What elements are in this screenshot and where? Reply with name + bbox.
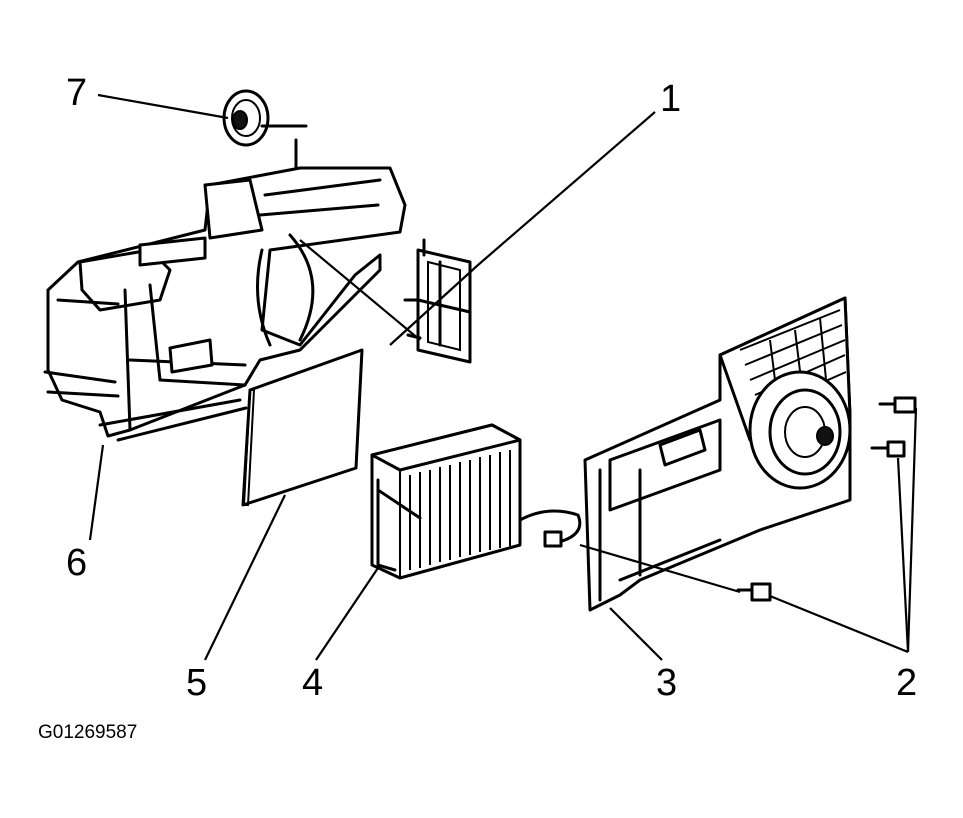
leader-lines [88,93,918,661]
part-7-grommet [222,89,308,174]
callout-2: 2 [896,662,918,704]
part-4-evaporator [370,423,582,580]
part-1-frame [403,238,472,364]
figure-id: G01269587 [38,722,138,743]
callout-5: 5 [186,662,208,704]
callout-7: 7 [66,72,88,114]
part-5-filter [241,348,364,507]
part-3-blower-housing [583,296,852,612]
callout-6: 6 [66,542,88,584]
callout-1: 1 [660,78,682,120]
screw-lower [736,582,772,602]
part-2-screws [736,396,917,602]
callout-3: 3 [656,662,678,704]
screw-upper [878,396,917,414]
callout-4: 4 [302,662,324,704]
screw-middle [870,440,906,458]
part-6-module-housing [43,166,407,442]
